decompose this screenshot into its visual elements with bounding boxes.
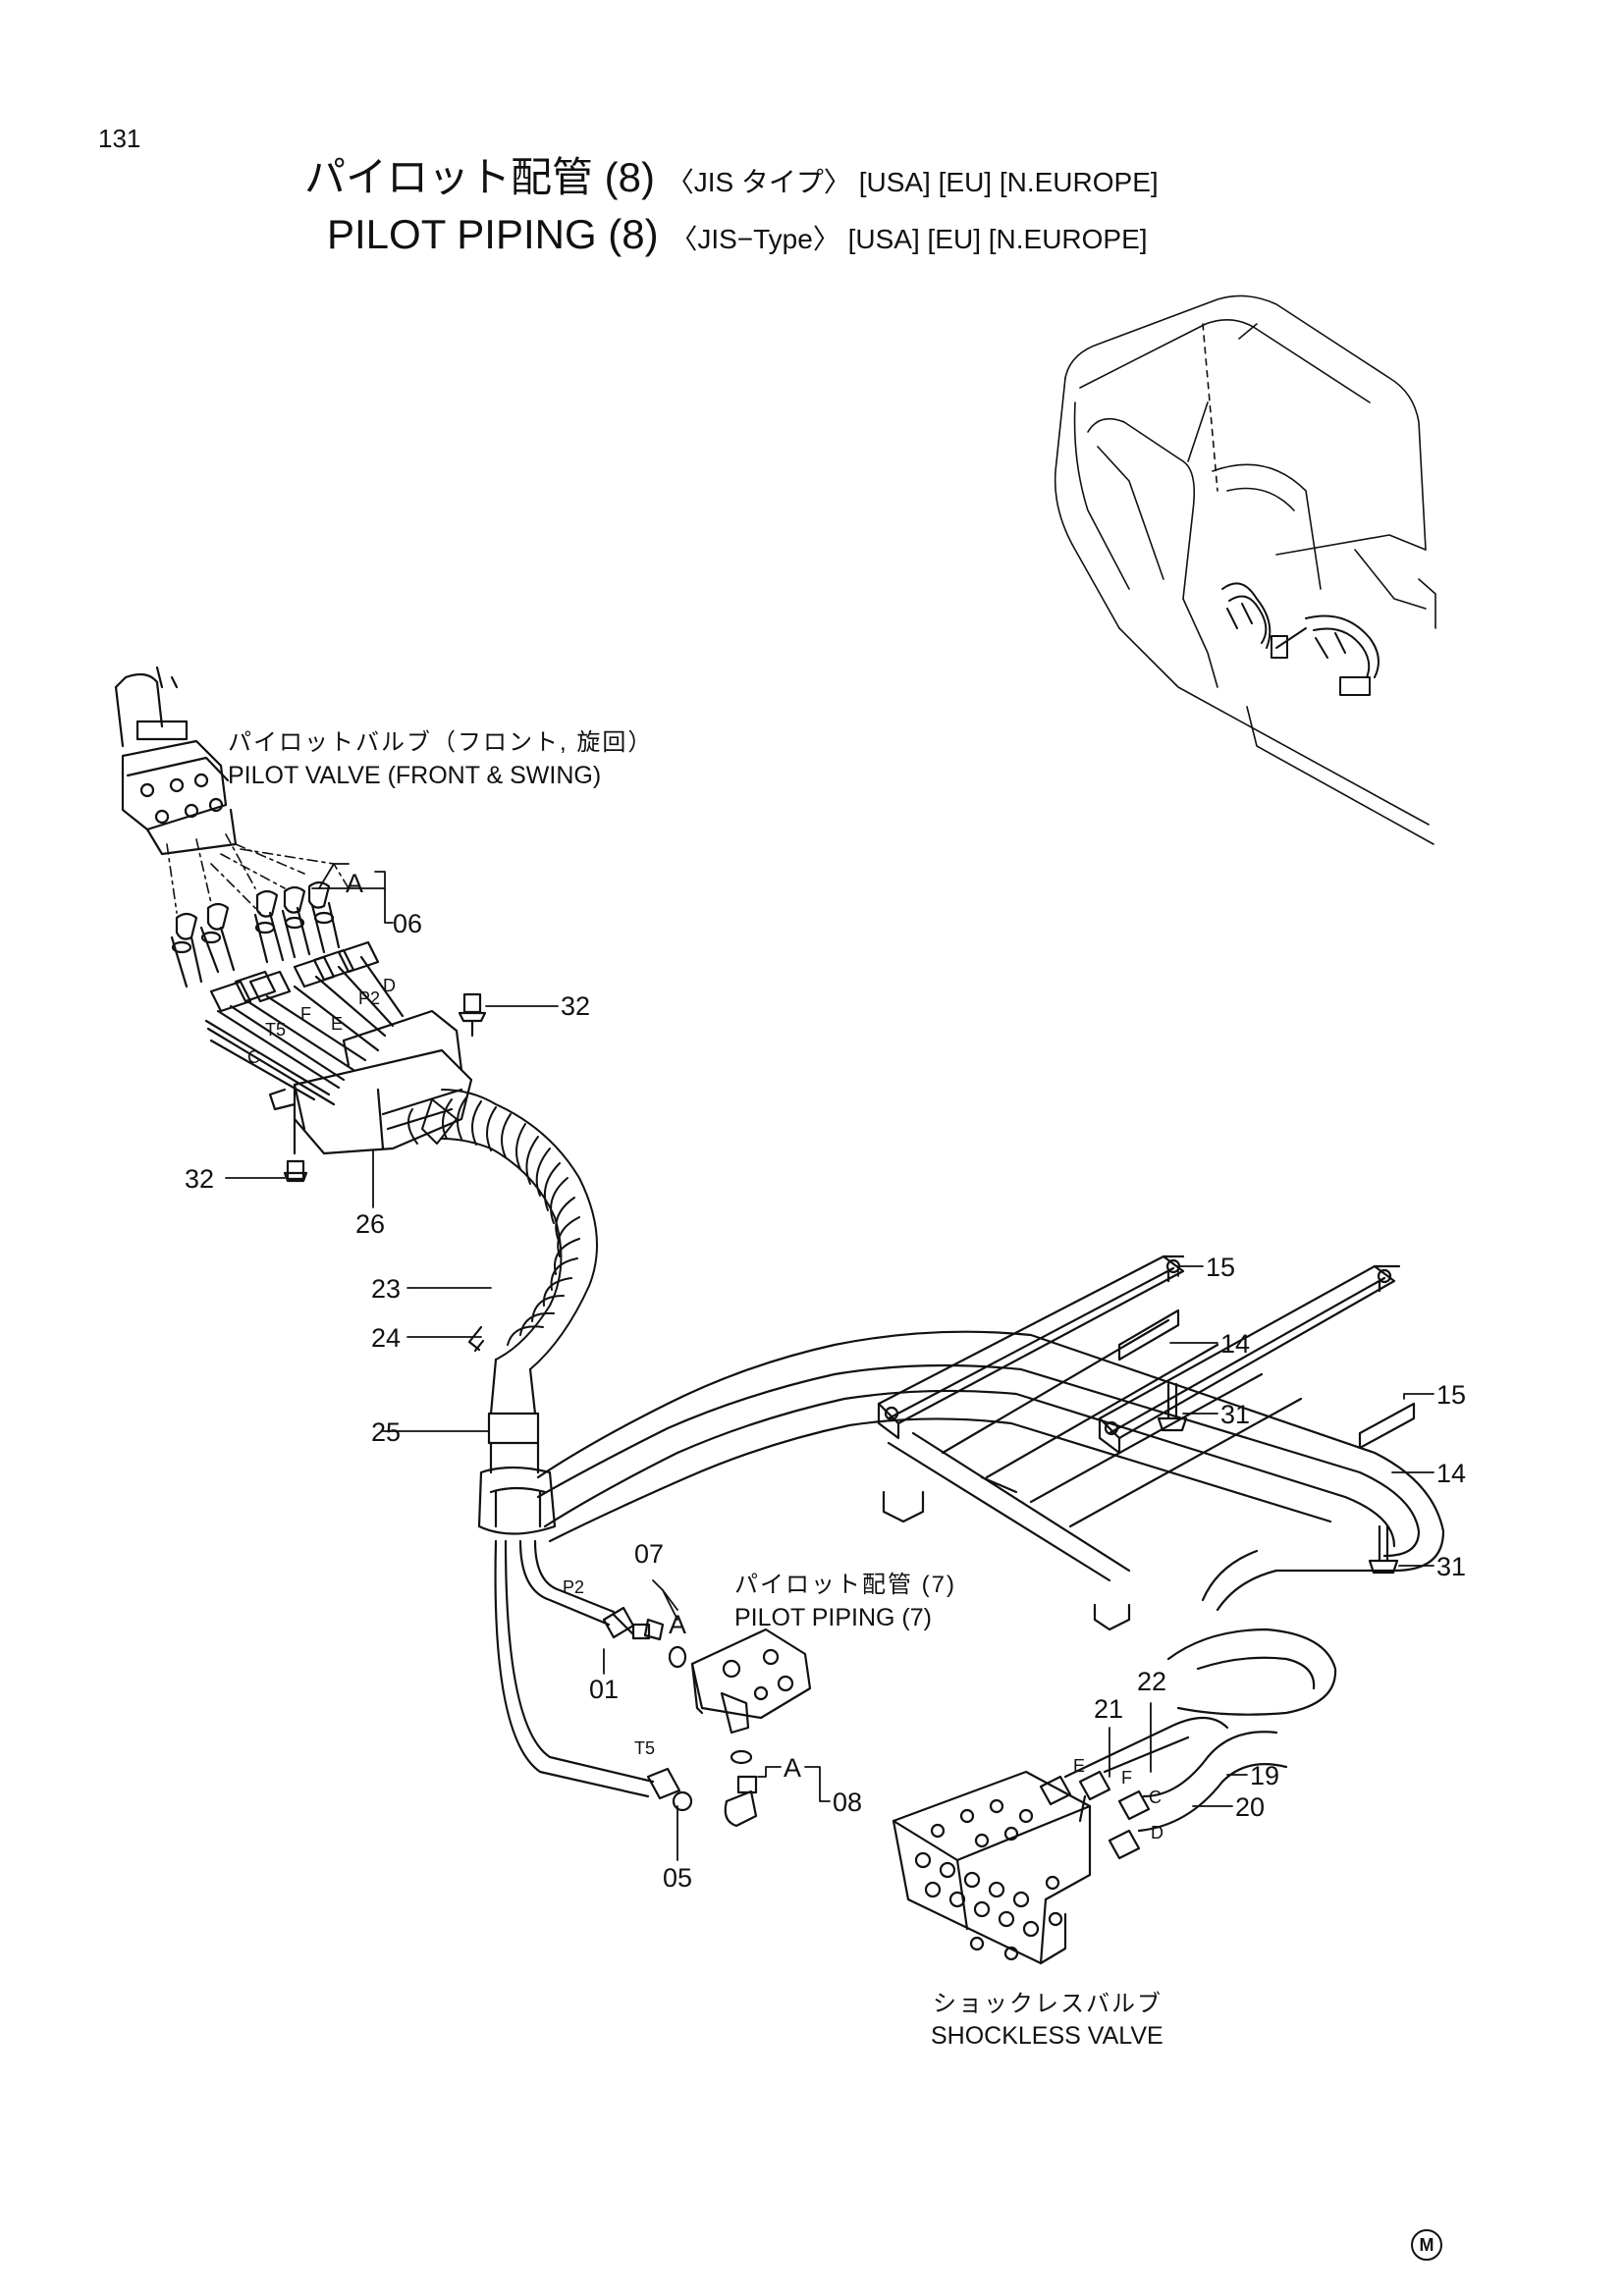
label-shockless-en: SHOCKLESS VALVE bbox=[931, 2022, 1163, 2050]
label-pilot-piping7-jp: パイロット配管 (7) bbox=[734, 1572, 956, 1598]
title-japanese: パイロット配管 (8) 〈JIS タイプ〉 [USA] [EU] [N.EURO… bbox=[304, 157, 1159, 198]
title-english: PILOT PIPING (8) 〈JIS−Type〉 [USA] [EU] [… bbox=[327, 214, 1148, 255]
port-t5-upper: T5 bbox=[265, 1020, 287, 1040]
part-number-25: 25 bbox=[371, 1417, 402, 1447]
part-number-31-upper: 31 bbox=[1220, 1400, 1251, 1429]
title-english-sub: 〈JIS−Type〉 [USA] [EU] [N.EUROPE] bbox=[670, 224, 1148, 254]
port-f-lower: F bbox=[1121, 1768, 1132, 1788]
elbow-fitting-08 bbox=[724, 1775, 758, 1828]
part-number-06: 06 bbox=[393, 909, 423, 938]
label-shockless-jp: ショックレスバルブ bbox=[933, 1991, 1163, 2017]
maker-mark: M bbox=[1411, 2229, 1442, 2261]
cab-internal-hoses bbox=[1221, 582, 1380, 696]
port-e-lower: E bbox=[1073, 1756, 1086, 1776]
bolt-31-lower bbox=[1368, 1524, 1399, 1575]
part-number-08: 08 bbox=[833, 1788, 863, 1817]
part-number-07: 07 bbox=[634, 1539, 665, 1569]
title-japanese-sub: 〈JIS タイプ〉 [USA] [EU] [N.EUROPE] bbox=[666, 167, 1159, 197]
pilot-lines-p2-t5 bbox=[494, 1539, 693, 1812]
hose-fittings bbox=[204, 940, 405, 1106]
part-number-24: 24 bbox=[371, 1323, 402, 1353]
part-number-22: 22 bbox=[1137, 1667, 1167, 1696]
page-number: 131 bbox=[98, 124, 141, 153]
port-f-upper: F bbox=[300, 1004, 311, 1024]
upper-fittings bbox=[170, 881, 341, 988]
part-number-05: 05 bbox=[663, 1863, 693, 1893]
hose-bracket-26 bbox=[268, 1009, 473, 1155]
part-number-32-lower: 32 bbox=[185, 1164, 215, 1194]
port-t5-lower: T5 bbox=[634, 1738, 656, 1758]
part-number-15-upper: 15 bbox=[1206, 1253, 1236, 1282]
label-pilot-valve-en: PILOT VALVE (FRONT & SWING) bbox=[228, 762, 602, 789]
part-number-20: 20 bbox=[1235, 1792, 1266, 1822]
title-japanese-main: パイロット配管 (8) bbox=[304, 154, 656, 200]
port-p2-upper: P2 bbox=[358, 988, 381, 1008]
hose-bundle-horizontal bbox=[536, 1330, 1445, 1716]
mounting-frame bbox=[877, 1255, 1416, 1631]
port-a-upper: A bbox=[346, 869, 364, 898]
hose-bundle-vertical bbox=[467, 1325, 557, 1535]
part-number-23: 23 bbox=[371, 1274, 402, 1304]
port-a-middle: A bbox=[669, 1610, 687, 1639]
bolt-32-lower bbox=[283, 1117, 308, 1183]
corrugated-hose-23 bbox=[407, 1089, 598, 1370]
fitting-01-07 bbox=[612, 1613, 687, 1669]
part-number-14-lower: 14 bbox=[1436, 1459, 1467, 1488]
part-number-31-lower: 31 bbox=[1436, 1552, 1467, 1581]
pilot-valve-body bbox=[114, 666, 238, 856]
port-a-lower: A bbox=[784, 1753, 802, 1783]
pilot-piping-block bbox=[690, 1628, 812, 1765]
part-number-15-lower: 15 bbox=[1436, 1380, 1467, 1410]
bolt-31-upper bbox=[1157, 1382, 1188, 1432]
callout-leaders bbox=[225, 863, 1434, 1861]
part-number-01: 01 bbox=[589, 1675, 620, 1704]
part-number-19: 19 bbox=[1250, 1761, 1280, 1790]
label-pilot-piping7-en: PILOT PIPING (7) bbox=[734, 1604, 932, 1631]
port-e-upper: E bbox=[331, 1014, 344, 1034]
label-pilot-valve-jp: パイロットバルブ（フロント, 旋回） bbox=[228, 729, 654, 756]
port-c-upper: C bbox=[247, 1047, 260, 1067]
port-c-lower: C bbox=[1149, 1788, 1162, 1807]
part-number-26: 26 bbox=[355, 1209, 386, 1239]
title-english-main: PILOT PIPING (8) bbox=[327, 211, 659, 257]
bolt-32-upper bbox=[458, 992, 487, 1038]
port-d-upper: D bbox=[383, 976, 396, 995]
part-number-32-upper: 32 bbox=[561, 991, 591, 1021]
port-d-lower: D bbox=[1151, 1823, 1163, 1842]
excavator-cab-outline bbox=[1054, 294, 1436, 845]
part-number-14-upper: 14 bbox=[1220, 1329, 1251, 1359]
shockless-hose-fittings bbox=[1039, 1717, 1288, 1860]
shockless-valve bbox=[892, 1770, 1092, 1965]
port-p2-lower: P2 bbox=[563, 1577, 585, 1597]
part-number-21: 21 bbox=[1094, 1694, 1124, 1724]
